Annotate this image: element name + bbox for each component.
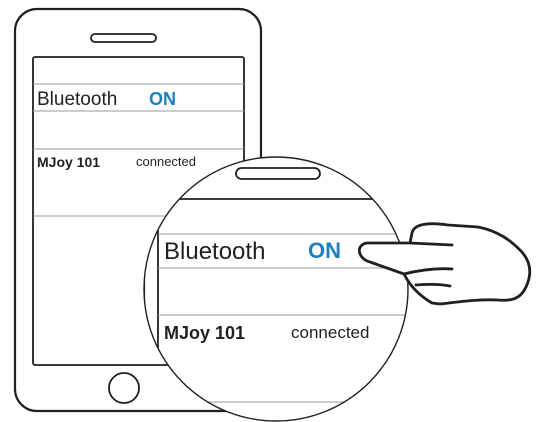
magnifier: Bluetooth ON MJoy 101 connected — [143, 156, 409, 422]
zoom-bluetooth-label: Bluetooth — [164, 238, 265, 265]
magnifier-ring — [143, 156, 409, 422]
bluetooth-on-toggle[interactable]: ON — [149, 89, 176, 109]
device-status: connected — [136, 154, 196, 169]
zoom-device-name: MJoy 101 — [164, 323, 245, 343]
phone-earpiece — [90, 33, 157, 43]
home-button[interactable] — [108, 372, 140, 404]
pointing-hand-icon — [358, 222, 532, 306]
zoom-bluetooth-on-toggle[interactable]: ON — [308, 238, 341, 263]
magnifier-background — [144, 157, 408, 421]
bluetooth-label: Bluetooth — [37, 89, 117, 110]
zoom-device-status: connected — [291, 323, 369, 342]
device-name: MJoy 101 — [37, 154, 100, 170]
zoom-earpiece — [235, 167, 321, 180]
phone: Bluetooth ON MJoy 101 connected — [13, 7, 263, 413]
